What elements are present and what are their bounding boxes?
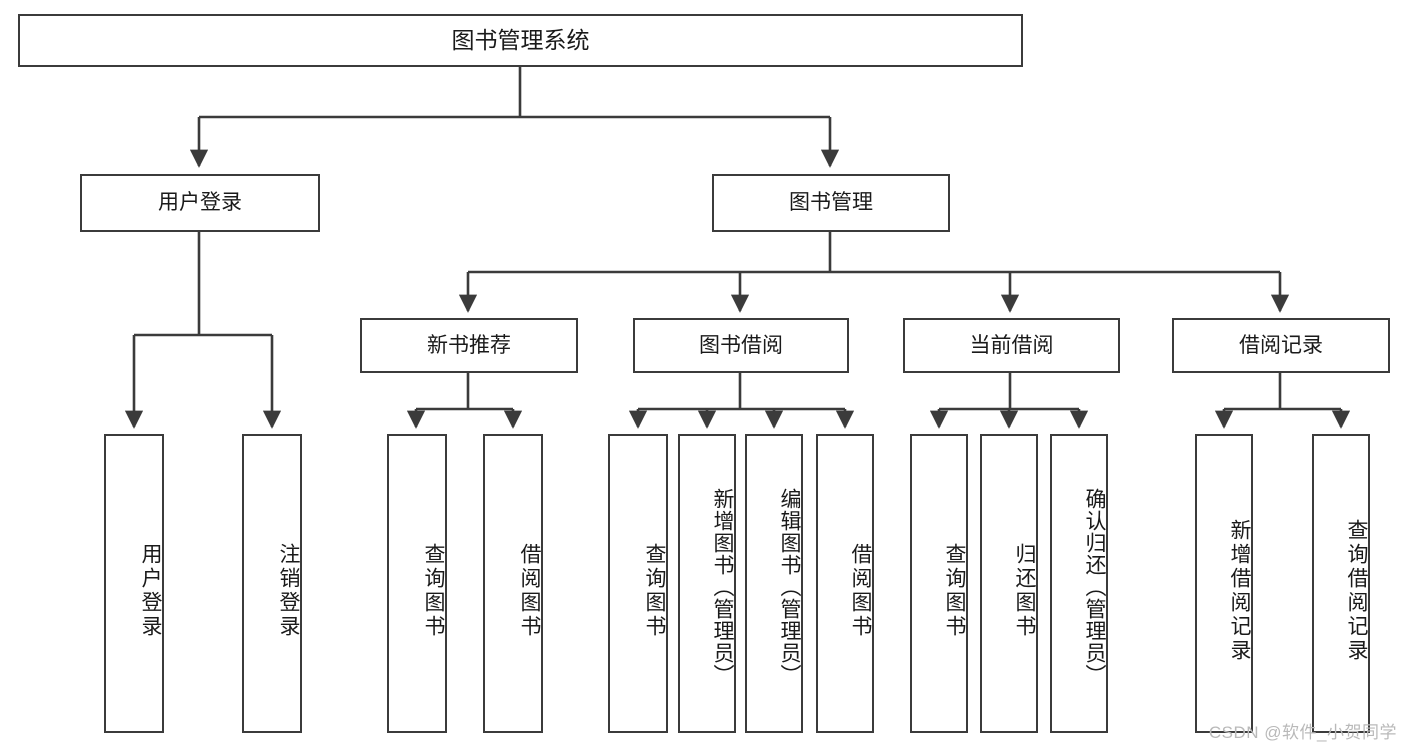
- edges-user-login: [124, 232, 282, 429]
- node-leaf-logout-login[interactable]: 注销登录: [242, 434, 302, 733]
- node-root-label: 图书管理系统: [451, 26, 590, 53]
- node-leaf-edit-book[interactable]: 编辑图书（管理员）: [745, 434, 803, 733]
- node-leaf-borrow-book-recommend-label: 借阅图书: [518, 542, 541, 639]
- node-new-book-recommend-label: 新书推荐: [427, 333, 511, 357]
- node-leaf-user-login-label: 用户登录: [139, 542, 162, 639]
- node-leaf-logout-login-label: 注销登录: [277, 542, 300, 639]
- edges-root: [189, 67, 840, 168]
- node-book-manage[interactable]: 图书管理: [712, 174, 950, 232]
- node-leaf-query-book-current-label: 查询图书: [943, 542, 966, 639]
- node-leaf-add-borrow-record-label: 新增借阅记录: [1228, 518, 1251, 663]
- edges-borrow-record: [1214, 373, 1351, 429]
- node-leaf-query-book-recommend[interactable]: 查询图书: [387, 434, 447, 733]
- node-leaf-add-borrow-record[interactable]: 新增借阅记录: [1195, 434, 1253, 733]
- node-book-manage-label: 图书管理: [789, 191, 873, 215]
- node-book-borrow[interactable]: 图书借阅: [633, 318, 849, 373]
- node-leaf-borrow-book-recommend[interactable]: 借阅图书: [483, 434, 543, 733]
- edges-book-manage: [458, 232, 1290, 313]
- node-leaf-user-login[interactable]: 用户登录: [104, 434, 164, 733]
- edges-new-book-recommend: [406, 373, 523, 429]
- node-user-login-label: 用户登录: [158, 191, 242, 215]
- node-leaf-query-book-recommend-label: 查询图书: [422, 542, 445, 639]
- node-new-book-recommend[interactable]: 新书推荐: [360, 318, 578, 373]
- node-leaf-query-borrow-record-label: 查询借阅记录: [1345, 518, 1368, 663]
- node-leaf-borrow-book-label: 借阅图书: [849, 542, 872, 639]
- node-leaf-query-book-current[interactable]: 查询图书: [910, 434, 968, 733]
- node-leaf-return-book[interactable]: 归还图书: [980, 434, 1038, 733]
- node-borrow-record-label: 借阅记录: [1239, 333, 1323, 357]
- node-leaf-confirm-return-label: 确认归还（管理员）: [1083, 487, 1106, 686]
- node-leaf-query-book-borrow-label: 查询图书: [643, 542, 666, 639]
- node-leaf-add-book[interactable]: 新增图书（管理员）: [678, 434, 736, 733]
- node-leaf-return-book-label: 归还图书: [1013, 542, 1036, 639]
- node-book-borrow-label: 图书借阅: [699, 333, 783, 357]
- node-current-borrow-label: 当前借阅: [969, 333, 1054, 357]
- node-current-borrow[interactable]: 当前借阅: [903, 318, 1120, 373]
- edges-book-borrow: [628, 373, 855, 429]
- node-leaf-confirm-return[interactable]: 确认归还（管理员）: [1050, 434, 1108, 733]
- node-user-login[interactable]: 用户登录: [80, 174, 320, 232]
- node-leaf-query-book-borrow[interactable]: 查询图书: [608, 434, 668, 733]
- node-leaf-edit-book-label: 编辑图书（管理员）: [778, 487, 801, 686]
- node-leaf-query-borrow-record[interactable]: 查询借阅记录: [1312, 434, 1370, 733]
- node-leaf-add-book-label: 新增图书（管理员）: [711, 487, 734, 686]
- node-root[interactable]: 图书管理系统: [18, 14, 1023, 67]
- node-leaf-borrow-book[interactable]: 借阅图书: [816, 434, 874, 733]
- edges-current-borrow: [929, 373, 1089, 429]
- node-borrow-record[interactable]: 借阅记录: [1172, 318, 1390, 373]
